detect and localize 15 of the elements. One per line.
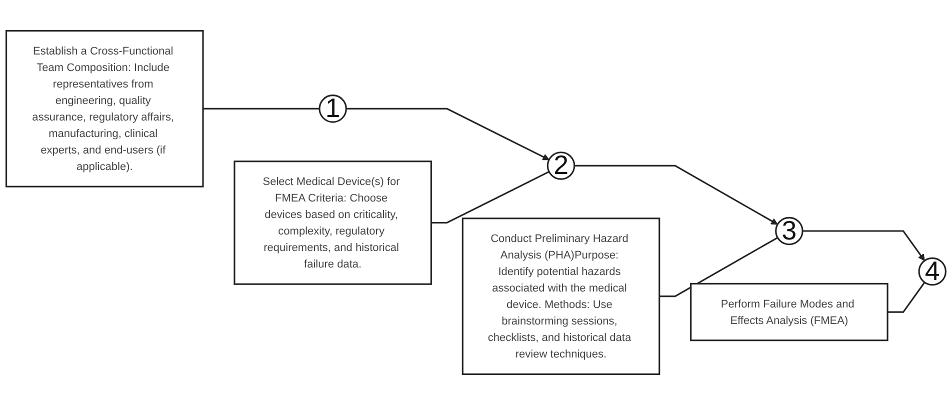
node-circle: [918, 257, 946, 286]
node-box: [234, 160, 432, 285]
node-circle: [775, 216, 804, 246]
arrow: [802, 230, 925, 261]
arrow: [574, 164, 778, 225]
connector: [203, 108, 320, 110]
arrow: [346, 108, 550, 160]
connector: [888, 282, 926, 313]
node-box: [690, 282, 888, 342]
connector: [659, 236, 778, 298]
node-box: [462, 218, 660, 375]
node-box: [6, 30, 204, 188]
connector: [431, 170, 550, 224]
node-circle: [546, 152, 576, 180]
node-circle: [318, 94, 347, 123]
